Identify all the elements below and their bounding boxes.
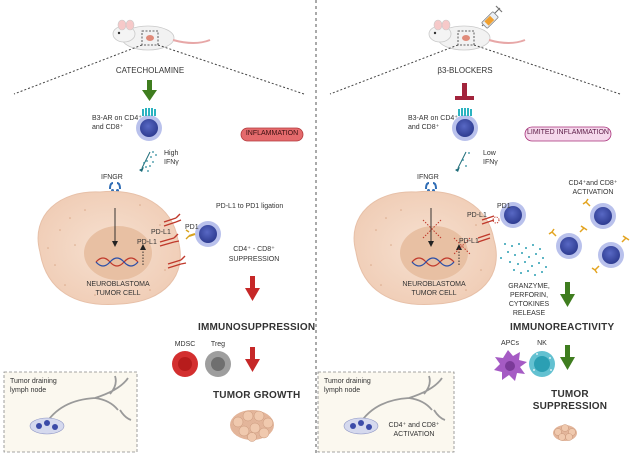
pdl1-label-left-b: PD-L1 xyxy=(137,239,157,246)
treg-cell-icon xyxy=(205,351,231,377)
zoom-line-left-a xyxy=(13,44,143,95)
activated-tcell-icon-1 xyxy=(582,198,616,229)
nk-label: NK xyxy=(537,340,547,347)
pdl1-label-right-a: PD-L1 xyxy=(467,212,487,219)
pd-ligation-label: PD-L1 to PD1 ligation xyxy=(216,203,284,210)
stimulus-label-right: β3-BLOCKERS xyxy=(437,66,493,75)
lymph-activation-label-1: CD4⁺ and CD8⁺ xyxy=(388,422,440,429)
suppression-label-2: SUPPRESSION xyxy=(228,256,280,263)
lymph-node-icon-right xyxy=(343,375,446,435)
arrow-down-icon-left-1 xyxy=(142,80,157,101)
inhibit-icon-right xyxy=(455,83,474,100)
outcome-immunoreactivity: IMMUNOREACTIVITY xyxy=(510,322,615,333)
receptor-label-right-1: B3-AR on CD4⁺ xyxy=(408,115,458,122)
stimulus-label-left: CATECHOLAMINE xyxy=(115,66,185,75)
ifn-label-left-2: IFNγ xyxy=(164,159,179,166)
ifngr-label-left: IFNGR xyxy=(101,174,123,181)
activation-label-2: ACTIVATION xyxy=(572,189,614,196)
mdsc-cell-icon xyxy=(172,351,198,377)
outcome-tumor-growth: TUMOR GROWTH xyxy=(213,390,301,401)
granzyme-label-3: CYTOKINES xyxy=(508,301,550,308)
treg-label: Treg xyxy=(210,341,226,348)
outcome-immunosuppression: IMMUNOSUPPRESSION xyxy=(198,322,316,333)
granzyme-label-4: RELEASE xyxy=(512,310,546,317)
tumor-mass-icon-left xyxy=(230,410,274,442)
apcs-label: APCs xyxy=(501,340,519,347)
arrow-down-icon-left-2 xyxy=(245,276,260,301)
receptor-label-left-1: B3-AR on CD4⁺ xyxy=(92,115,142,122)
suppression-label-1: CD4⁺ - CD8⁺ xyxy=(233,246,275,253)
inflammation-badge: INFLAMMATION xyxy=(245,130,299,137)
pdl1-label-right-b: PD-L1 xyxy=(459,238,479,245)
activated-tcell-icon-2 xyxy=(548,225,588,259)
granzyme-label-1: GRANZYME, xyxy=(508,283,550,290)
activation-label-1: CD4⁺and CD8⁺ xyxy=(568,180,618,187)
tumor-label-right-1: NEUROBLASTOMA xyxy=(402,281,466,288)
receptor-label-left-2: and CD8⁺ xyxy=(92,124,124,131)
limited-inflammation-badge-bg xyxy=(524,126,612,142)
receptor-label-right-2: and CD8⁺ xyxy=(408,124,440,131)
nk-cell-icon xyxy=(529,351,555,377)
lymph-node-box-right xyxy=(317,371,455,453)
limited-inflammation-badge: LIMITED INFLAMMATION xyxy=(527,129,609,136)
zoom-line-left-b xyxy=(157,44,305,95)
tumor-label-right-2: TUMOR CELL xyxy=(411,290,457,297)
pd1-label-left: PD1 xyxy=(185,224,199,231)
tumor-label-left-1: NEUROBLASTOMA xyxy=(86,281,150,288)
ifn-label-right-2: IFNγ xyxy=(483,159,498,166)
granzyme-label-2: PERFORIN, xyxy=(509,292,549,299)
tcell-receptor-icon-right xyxy=(452,108,478,141)
tcell-pd1-icon-left xyxy=(185,221,221,247)
lymph-activation-label-2: ACTIVATION xyxy=(393,431,435,438)
lymph-label-left-1: Tumor draining xyxy=(10,378,57,385)
activated-tcell-icon-3 xyxy=(591,235,630,274)
arrow-down-icon-right-1 xyxy=(560,282,575,307)
arrow-down-icon-right-2 xyxy=(560,345,575,370)
ifn-signal-icon-left xyxy=(139,151,157,172)
pd1-label-right: PD1 xyxy=(497,203,511,210)
pdl1-label-left-a: PD-L1 xyxy=(151,229,171,236)
tumor-mass-icon-right xyxy=(553,424,577,441)
ifn-label-left-1: High xyxy=(164,150,179,157)
pdl1-ligand-icon-left xyxy=(159,213,187,269)
lymph-label-left-2: lymph node xyxy=(10,387,47,394)
mouse-icon-right xyxy=(428,19,526,51)
apc-cell-icon xyxy=(494,350,527,381)
tumor-cell-icon-left xyxy=(37,190,181,306)
granzyme-particles-icon xyxy=(500,243,547,276)
inflammation-badge-bg xyxy=(240,127,304,142)
pdl1-ligand-icon-right xyxy=(477,215,495,243)
mouse-icon-left xyxy=(112,19,211,51)
syringe-icon xyxy=(481,5,503,29)
lymph-label-right-2: lymph node xyxy=(324,387,361,394)
ifn-signal-icon-right xyxy=(455,151,470,172)
zoom-line-right-b xyxy=(473,44,621,95)
tumor-label-left-2: TUMOR CELL xyxy=(95,290,141,297)
lymph-node-icon-left xyxy=(29,375,132,435)
zoom-line-right-a xyxy=(329,44,459,95)
arrow-down-icon-left-3 xyxy=(245,347,260,372)
outcome-tumor-label-1: TUMOR xyxy=(551,389,589,400)
tumor-cell-icon-right xyxy=(353,190,497,306)
tcell-receptor-icon-left xyxy=(136,108,162,141)
ifn-label-right-1: Low xyxy=(483,150,496,157)
mdsc-label: MDSC xyxy=(174,341,196,348)
lymph-label-right-1: Tumor draining xyxy=(324,378,371,385)
ifngr-label-right: IFNGR xyxy=(417,174,439,181)
outcome-tumor-label-2: SUPPRESSION xyxy=(532,401,608,412)
tcell-pd1-icon-right xyxy=(492,202,526,228)
